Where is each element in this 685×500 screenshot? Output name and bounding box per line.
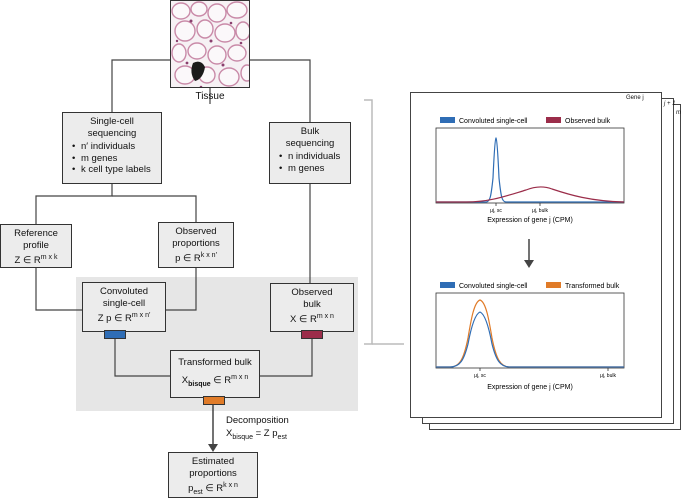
- estimated-proportions-box: Estimated proportions pest ∈ Rk x n: [168, 452, 258, 498]
- legend-swatch-transformed: [546, 282, 561, 288]
- observed-props-title: Observed proportions: [172, 226, 220, 249]
- bottom-transformed-curve: [436, 299, 624, 368]
- convoluted-formula: Z p ∈ Rm x n′: [97, 312, 151, 325]
- bulk-seq-title: Bulk sequencing: [285, 126, 335, 149]
- legend-label-convoluted-2: Convoluted single-cell: [459, 283, 528, 290]
- stack-label-j-plus-1: j + 1: [664, 101, 676, 107]
- decomposition-title: Decomposition: [226, 415, 289, 426]
- top-density-chart: Convoluted single-cell Observed bulk μj,…: [435, 117, 625, 391]
- transformed-bulk-box: Transformed bulk Xbisque ∈ Rm x n: [170, 350, 260, 398]
- estimated-formula: pest ∈ Rk x n: [188, 482, 238, 497]
- legend-swatch-convoluted: [440, 117, 455, 123]
- top-plot-area: [435, 127, 625, 204]
- bottom-x-axis-label: Expression of gene j (CPM): [487, 384, 573, 391]
- top-tick-label-sc: μj, sc: [490, 208, 502, 214]
- observed-bulk-title: Observed bulk: [291, 287, 333, 310]
- chart-transition-arrow-head: [524, 260, 534, 268]
- bulk-seq-item: n individuals: [279, 151, 346, 163]
- single-cell-title: Single-cell sequencing: [87, 116, 137, 139]
- observed-bulk-formula: X ∈ Rm x n: [290, 313, 334, 326]
- single-cell-item: n′ individuals: [72, 141, 157, 153]
- legend-label-transformed: Transformed bulk: [565, 283, 620, 290]
- transformed-formula: Xbisque ∈ Rm x n: [181, 373, 249, 388]
- observed-bulk-color-tab: [301, 330, 323, 339]
- legend-label-observed-bulk: Observed bulk: [565, 118, 611, 125]
- bulk-seq-list: n individuals m genes: [274, 151, 346, 174]
- bottom-tick-label-bulk: μj, bulk: [600, 373, 616, 379]
- legend-label-convoluted: Convoluted single-cell: [459, 118, 528, 125]
- stack-label-m: m: [676, 110, 681, 116]
- reference-formula: Z ∈ Rm x k: [14, 254, 58, 267]
- bottom-tick-label-sc: μj, sc: [474, 373, 486, 379]
- reference-profile-box: Reference profile Z ∈ Rm x k: [0, 224, 72, 268]
- stack-label-gene-j: Gene j: [626, 95, 644, 101]
- single-cell-list: n′ individuals m genes k cell type label…: [67, 141, 157, 176]
- convoluted-title: Convoluted single-cell: [99, 286, 149, 309]
- bottom-convoluted-curve: [436, 311, 624, 368]
- legend-swatch-observed-bulk: [546, 117, 561, 123]
- convoluted-color-tab: [104, 330, 126, 339]
- tissue-label: Tissue: [195, 91, 225, 102]
- observed-props-formula: p ∈ Rk x n′: [175, 252, 217, 265]
- tissue-micrograph: [171, 1, 249, 87]
- bulk-seq-item: m genes: [279, 163, 346, 175]
- top-x-axis-label: Expression of gene j (CPM): [487, 217, 573, 224]
- tissue-image: [170, 0, 250, 88]
- single-cell-item: k cell type labels: [72, 164, 157, 176]
- single-cell-sequencing-box: Single-cell sequencing n′ individuals m …: [62, 112, 162, 184]
- observed-bulk-box: Observed bulk X ∈ Rm x n: [270, 283, 354, 332]
- bulk-sequencing-box: Bulk sequencing n individuals m genes: [269, 122, 351, 184]
- reference-title: Reference profile: [14, 228, 58, 251]
- transformed-title: Transformed bulk: [178, 357, 252, 368]
- observed-proportions-box: Observed proportions p ∈ Rk x n′: [158, 222, 234, 268]
- top-convoluted-curve: [436, 137, 624, 203]
- single-cell-item: m genes: [72, 153, 157, 165]
- estimated-title: Estimated proportions: [189, 456, 237, 479]
- top-tick-label-bulk: μj, bulk: [532, 208, 548, 214]
- transformed-color-tab: [203, 396, 225, 405]
- decomposition-equation: Xbisque = Z pest: [226, 428, 287, 441]
- convoluted-single-cell-box: Convoluted single-cell Z p ∈ Rm x n′: [82, 282, 166, 332]
- legend-swatch-convoluted-2: [440, 282, 455, 288]
- bottom-plot-area: [435, 292, 625, 369]
- top-observed-bulk-curve: [436, 186, 625, 203]
- decomposition-label: Decomposition Xbisque = Z pest: [226, 414, 289, 444]
